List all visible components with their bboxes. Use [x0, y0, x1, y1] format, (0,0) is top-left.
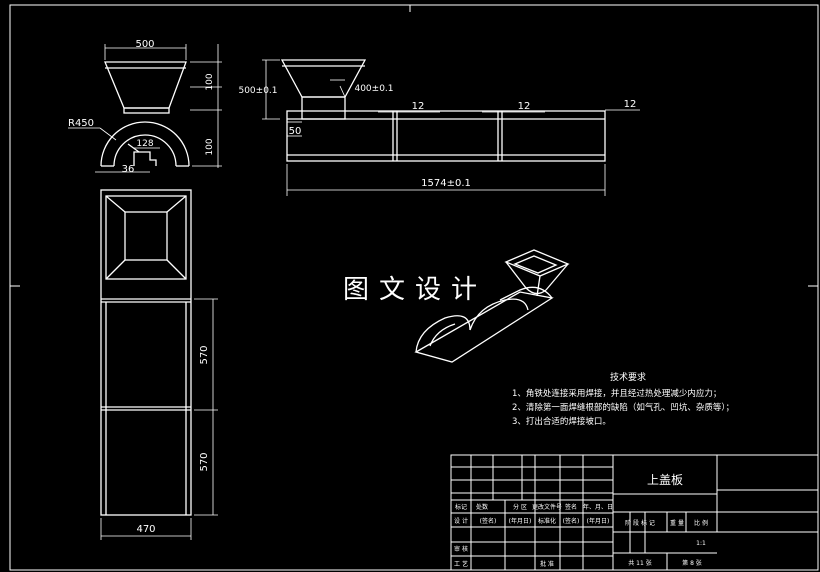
dim-side-left: 50 — [289, 126, 302, 137]
tb-header-6: 年、月、日 — [583, 503, 613, 511]
tb-review: 审 核 — [454, 545, 468, 553]
dim-plan-width: 470 — [136, 524, 155, 535]
dim-side-height: 500±0.1 — [238, 86, 277, 96]
front-view — [100, 61, 190, 167]
tb-process: 工 艺 — [454, 560, 468, 568]
tb-sub-2: (签名) — [480, 517, 497, 525]
tech-title: 技术要求 — [610, 371, 646, 383]
side-view-dims — [262, 59, 640, 196]
tech-item-2: 2、清除第一面焊缝根部的缺陷（如气孔、凹坑、杂质等）； — [512, 402, 734, 413]
dim-plan-seg-2: 570 — [199, 452, 210, 471]
tb-sub-1: 设 计 — [454, 517, 468, 525]
dim-inner-width: 128 — [136, 139, 153, 149]
sheet-border — [9, 4, 819, 571]
dim-arc-height: 100 — [205, 138, 215, 155]
dim-plan-seg-1: 570 — [199, 345, 210, 364]
front-view-dims — [68, 44, 222, 173]
tb-sheet-total: 共 11 张 — [628, 559, 651, 567]
dim-hopper-height: 100 — [205, 73, 215, 90]
tb-header-4: 更改文件号 — [532, 503, 562, 511]
dim-top-width: 500 — [135, 39, 154, 50]
tb-sheet-no: 第 8 张 — [682, 559, 702, 567]
tb-weight: 重 量 — [670, 519, 684, 527]
part-name: 上盖板 — [647, 473, 683, 487]
tb-header-3: 分 区 — [513, 503, 527, 511]
tb-header-2: 处数 — [476, 503, 488, 511]
dim-slot-width: 36 — [122, 164, 135, 175]
tech-item-3: 3、打出合适的焊接坡口。 — [512, 416, 611, 427]
title-block — [450, 454, 819, 571]
side-view — [280, 59, 606, 162]
tech-item-1: 1、角铁处连接采用焊接，并且经过热处理减少内应力； — [512, 388, 721, 399]
plan-view-dims — [100, 298, 218, 540]
tb-header-1: 标记 — [455, 503, 467, 511]
tb-sub-3: (年月日) — [509, 517, 532, 525]
tb-sub-5: (签名) — [563, 517, 580, 525]
plan-view — [100, 189, 192, 516]
watermark-text: 图文设计 — [343, 275, 487, 305]
dim-gap-1: 12 — [412, 101, 425, 112]
dim-gap-3: 12 — [624, 99, 637, 110]
tb-stage-mark: 阶 段 标 记 — [625, 519, 655, 527]
isometric-view — [414, 249, 570, 363]
tb-sub-4: 标准化 — [538, 517, 556, 525]
dim-total-length: 1574±0.1 — [421, 178, 471, 189]
tb-header-5: 签名 — [565, 503, 577, 511]
dim-radius: R450 — [68, 118, 94, 129]
tb-scale-label: 比 例 — [694, 519, 708, 527]
tb-approve: 批 准 — [540, 560, 554, 568]
tb-sub-6: (年月日) — [587, 517, 610, 525]
dim-side-inner: 400±0.1 — [354, 84, 393, 94]
dim-gap-2: 12 — [518, 101, 531, 112]
tb-scale-value: 1:1 — [696, 540, 706, 547]
